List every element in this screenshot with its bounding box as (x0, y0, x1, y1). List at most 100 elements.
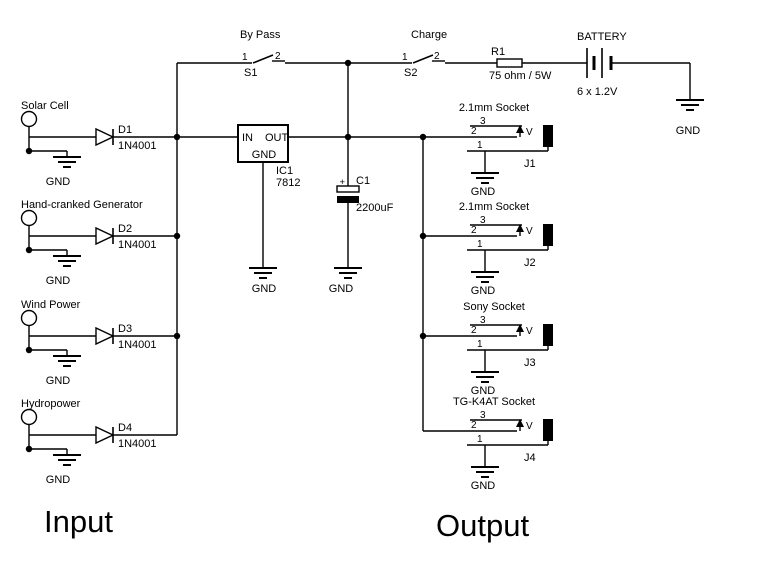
capacitor-c1: + C1 2200uF GND (329, 137, 394, 295)
battery: BATTERY 6 x 1.2V GND (577, 31, 705, 137)
socket-contact-label: V (526, 226, 533, 237)
diode-part-label: 1N4001 (118, 140, 157, 152)
ground-icon (52, 255, 82, 267)
socket-pin1-label: 1 (477, 239, 483, 250)
wires (176, 59, 691, 435)
socket-pin3-label: 3 (480, 215, 486, 226)
diode-icon (95, 426, 114, 444)
section-title-input: Input (44, 504, 113, 539)
switch-ref-label: S2 (404, 67, 417, 79)
resistor-ref-label: R1 (491, 46, 505, 58)
ground-icon (470, 172, 500, 184)
switch-lever-icon (412, 54, 434, 64)
charge-switch: Charge 1 2 S2 (402, 29, 447, 79)
junction-dot (419, 332, 427, 340)
ground-label: GND (471, 285, 496, 297)
ground-label: GND (676, 125, 701, 137)
capacitor-value-label: 2200uF (356, 202, 394, 214)
junction-dot (344, 59, 352, 67)
switch-lever-icon (252, 54, 274, 64)
ground-label: GND (471, 385, 496, 397)
socket-ref-label: J3 (524, 357, 536, 369)
capacitor-plates-icon (336, 185, 360, 203)
regulator-pin-gnd-label: GND (252, 149, 277, 161)
ground-icon (470, 466, 500, 478)
battery-value-label: 6 x 1.2V (577, 86, 618, 98)
switch-label: By Pass (240, 29, 281, 41)
junction-dot (173, 232, 181, 240)
ground-label: GND (471, 480, 496, 492)
socket-type-label: TG-K4AT Socket (453, 396, 535, 408)
junction-dot (419, 232, 427, 240)
regulator-ref-label: IC1 (276, 165, 293, 177)
junction-dot (173, 133, 181, 141)
ground-icon (470, 271, 500, 283)
diode-part-label: 1N4001 (118, 339, 157, 351)
socket-contact-label: V (526, 421, 533, 432)
resistor-value-label: 75 ohm / 5W (489, 70, 552, 82)
input-name-label: Wind Power (21, 299, 81, 311)
battery-cells-icon (586, 48, 613, 78)
input-name-label: Hand-cranked Generator (21, 199, 143, 211)
input-row-solar-cell: Solar Cell D1 1N4001 GND (20, 100, 181, 188)
socket-pin1-label: 1 (477, 434, 483, 445)
ground-icon (333, 267, 363, 279)
regulator-body-icon (237, 124, 289, 163)
ground-icon (675, 99, 705, 111)
ground-icon (52, 454, 82, 466)
switch-pin1-label: 1 (242, 52, 248, 63)
socket-pin1-label: 1 (477, 140, 483, 151)
diode-ref-label: D4 (118, 422, 132, 434)
diode-icon (95, 327, 114, 345)
diode-ref-label: D1 (118, 124, 132, 136)
regulator-part-label: 7812 (276, 177, 300, 189)
bypass-switch: By Pass 1 2 S1 (240, 29, 285, 79)
ground-label: GND (471, 186, 496, 198)
ground-icon (248, 267, 278, 279)
socket-pin3-label: 3 (480, 315, 486, 326)
ground-label: GND (329, 283, 354, 295)
ground-label: GND (252, 283, 277, 295)
diode-icon (95, 128, 114, 146)
switch-pin2-label: 2 (275, 51, 281, 62)
junction-dot (173, 332, 181, 340)
switch-ref-label: S1 (244, 67, 257, 79)
switch-pin1-label: 1 (402, 52, 408, 63)
output-socket-j4: TG-K4AT Socket 3 2 1 V J4 GND (423, 396, 554, 492)
ground-icon (470, 371, 500, 383)
battery-label: BATTERY (577, 31, 627, 43)
regulator-pin-in-label: IN (242, 132, 253, 144)
socket-pin3-label: 3 (480, 116, 486, 127)
ground-label: GND (46, 176, 71, 188)
ground-icon (52, 355, 82, 367)
ground-icon (52, 156, 82, 168)
ground-label: GND (46, 275, 71, 287)
switch-pin2-label: 2 (434, 51, 440, 62)
socket-pin2-label: 2 (471, 325, 477, 336)
switch-label: Charge (411, 29, 447, 41)
section-title-output: Output (436, 508, 529, 543)
ground-label: GND (46, 474, 71, 486)
diode-ref-label: D3 (118, 323, 132, 335)
capacitor-polarity-label: + (339, 177, 345, 188)
output-socket-j1: 2.1mm Socket 3 2 1 V J1 GND (423, 102, 554, 198)
output-socket-j2: 2.1mm Socket 3 2 1 V J2 GND (419, 201, 554, 297)
input-row-hand-cranked-generator: Hand-cranked Generator D2 1N4001 GND (20, 199, 181, 287)
resistor-r1: R1 75 ohm / 5W (489, 46, 552, 82)
diode-part-label: 1N4001 (118, 438, 157, 450)
socket-pin2-label: 2 (471, 126, 477, 137)
socket-ref-label: J4 (524, 452, 536, 464)
input-row-hydropower: Hydropower D4 1N4001 GND (20, 398, 177, 486)
connector-circle-icon (20, 408, 38, 426)
socket-pin1-label: 1 (477, 339, 483, 350)
connector-circle-icon (20, 309, 38, 327)
connector-circle-icon (20, 209, 38, 227)
diode-ref-label: D2 (118, 223, 132, 235)
socket-pin3-label: 3 (480, 410, 486, 421)
socket-pin2-label: 2 (471, 420, 477, 431)
input-row-wind-power: Wind Power D3 1N4001 GND (20, 299, 181, 387)
diode-icon (95, 227, 114, 245)
input-name-label: Hydropower (21, 398, 81, 410)
